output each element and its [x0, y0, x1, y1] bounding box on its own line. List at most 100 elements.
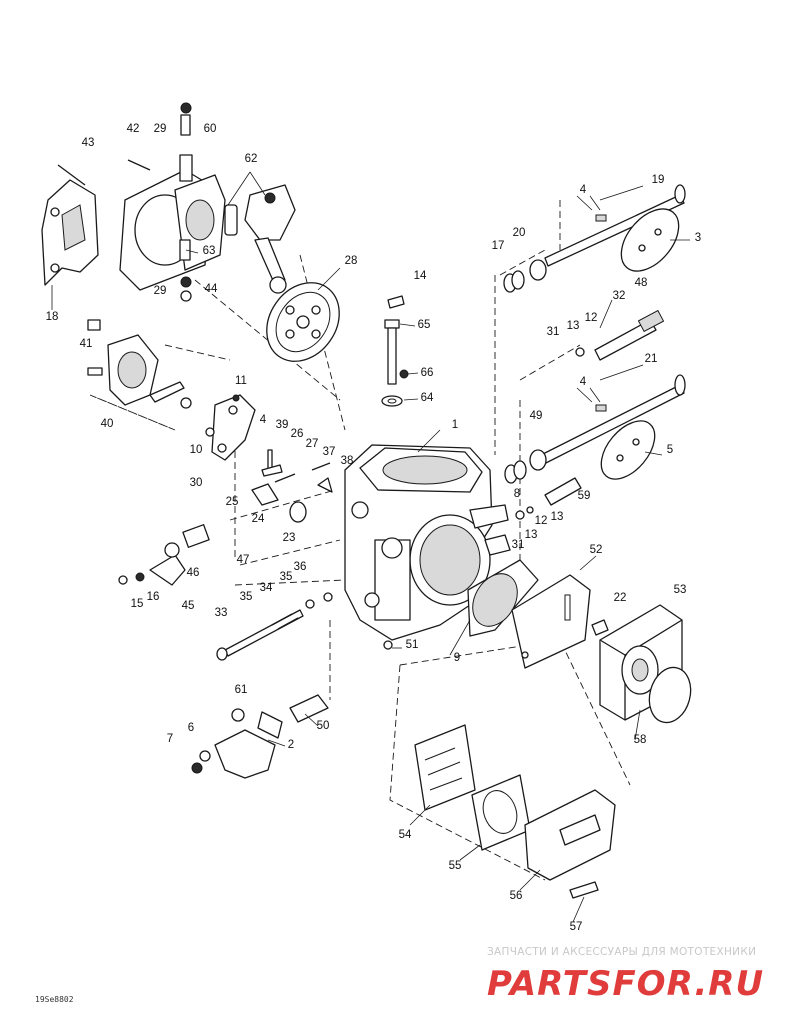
part-label-47: 47 [237, 554, 250, 566]
bracket-part-30 [205, 394, 256, 461]
part-label-55: 55 [449, 860, 462, 872]
leader-lines [51, 171, 690, 923]
jet-stack [381, 295, 409, 407]
part-label-1: 1 [452, 419, 458, 431]
pump-cover-part-53 [591, 604, 692, 724]
throttle-plate-assembly [119, 102, 226, 302]
part-label-12: 12 [535, 515, 548, 527]
part-label-10: 10 [190, 444, 203, 456]
part-label-54: 54 [399, 829, 412, 841]
part-label-59: 59 [578, 490, 591, 502]
part-label-60: 60 [204, 123, 217, 135]
part-label-41: 41 [80, 338, 93, 350]
part-label-13: 13 [567, 320, 580, 332]
part-label-7: 7 [167, 733, 173, 745]
lower-linkage [191, 694, 329, 779]
part-label-39: 39 [276, 419, 289, 431]
part-label-49: 49 [530, 410, 543, 422]
part-label-64: 64 [421, 392, 434, 404]
part-label-5: 5 [667, 444, 673, 456]
part-label-29: 29 [154, 285, 167, 297]
part-label-63: 63 [203, 245, 216, 257]
part-label-4: 4 [260, 414, 267, 426]
part-label-4: 4 [580, 184, 587, 196]
part-label-19: 19 [652, 174, 665, 186]
part-label-62: 62 [245, 153, 258, 165]
part-label-27: 27 [306, 438, 319, 450]
part-label-3: 3 [695, 232, 701, 244]
watermark-tagline: ЗАПЧАСТИ И АКСЕССУАРЫ ДЛЯ МОТОТЕХНИКИ [487, 946, 756, 958]
part-label-40: 40 [101, 418, 114, 430]
part-label-35: 35 [240, 591, 253, 603]
watermark: ЗАПЧАСТИ И АКСЕССУАРЫ ДЛЯ МОТОТЕХНИКИ PA… [487, 946, 764, 1004]
part-label-66: 66 [421, 367, 434, 379]
diaphragm-part-28 [266, 282, 340, 362]
part-label-2: 2 [288, 739, 294, 751]
part-label-13: 13 [525, 529, 538, 541]
part-label-24: 24 [252, 513, 265, 525]
part-label-14: 14 [414, 270, 427, 282]
carburetor-body-part-1 [344, 444, 511, 650]
part-label-34: 34 [260, 582, 273, 594]
part-label-42: 42 [127, 123, 140, 135]
part-label-25: 25 [226, 496, 239, 508]
part-label-45: 45 [182, 600, 195, 612]
part-label-35: 35 [280, 571, 293, 583]
part-label-30: 30 [190, 477, 203, 489]
part-label-13: 13 [551, 511, 564, 523]
part-label-12: 12 [585, 312, 598, 324]
part-label-15: 15 [131, 598, 144, 610]
part-label-48: 48 [635, 277, 648, 289]
plates-54-55 [414, 724, 531, 851]
part-label-36: 36 [294, 561, 307, 573]
cover-part-40 [87, 319, 192, 409]
part-label-44: 44 [205, 283, 218, 295]
part-label-11: 11 [235, 375, 247, 387]
part-label-53: 53 [674, 584, 687, 596]
part-label-37: 37 [323, 446, 336, 458]
linkage-parts [251, 449, 333, 523]
part-label-46: 46 [187, 567, 200, 579]
throttle-lever-part-62 [224, 184, 296, 294]
part-label-58: 58 [634, 734, 647, 746]
left-parts [118, 524, 333, 661]
watermark-brand: PARTSFOR.RU [487, 964, 764, 1004]
part-label-26: 26 [291, 428, 304, 440]
part-label-33: 33 [215, 607, 228, 619]
part-label-29: 29 [154, 123, 167, 135]
cover-part-56 [524, 789, 616, 899]
part-label-23: 23 [283, 532, 296, 544]
part-label-50: 50 [317, 720, 330, 732]
gasket-part-9 [467, 559, 539, 637]
butterfly-valves [600, 208, 680, 480]
part-label-57: 57 [570, 921, 583, 933]
part-label-65: 65 [418, 319, 431, 331]
part-label-61: 61 [235, 684, 248, 696]
part-label-18: 18 [46, 311, 59, 323]
part-label-17: 17 [492, 240, 505, 252]
part-label-52: 52 [590, 544, 603, 556]
part-label-38: 38 [341, 455, 354, 467]
part-label-8: 8 [514, 488, 520, 500]
part-label-9: 9 [454, 652, 460, 664]
adjuster-screws [515, 309, 665, 520]
part-label-31: 31 [512, 539, 525, 551]
figure-code: 19Se8802 [35, 995, 74, 1004]
part-label-32: 32 [613, 290, 626, 302]
plate-part-52 [511, 574, 591, 669]
part-label-21: 21 [645, 353, 658, 365]
part-number-labels: 1234445678910111212131313141516171819202… [46, 123, 702, 933]
part-label-43: 43 [82, 137, 95, 149]
part-label-28: 28 [345, 255, 358, 267]
part-label-4: 4 [580, 376, 587, 388]
part-label-56: 56 [510, 890, 523, 902]
part-label-51: 51 [406, 639, 419, 651]
part-label-20: 20 [513, 227, 526, 239]
part-label-22: 22 [614, 592, 627, 604]
bracket-part-18 [41, 164, 99, 286]
part-label-6: 6 [188, 722, 194, 734]
shaft-seals [503, 259, 547, 484]
part-label-31: 31 [547, 326, 560, 338]
